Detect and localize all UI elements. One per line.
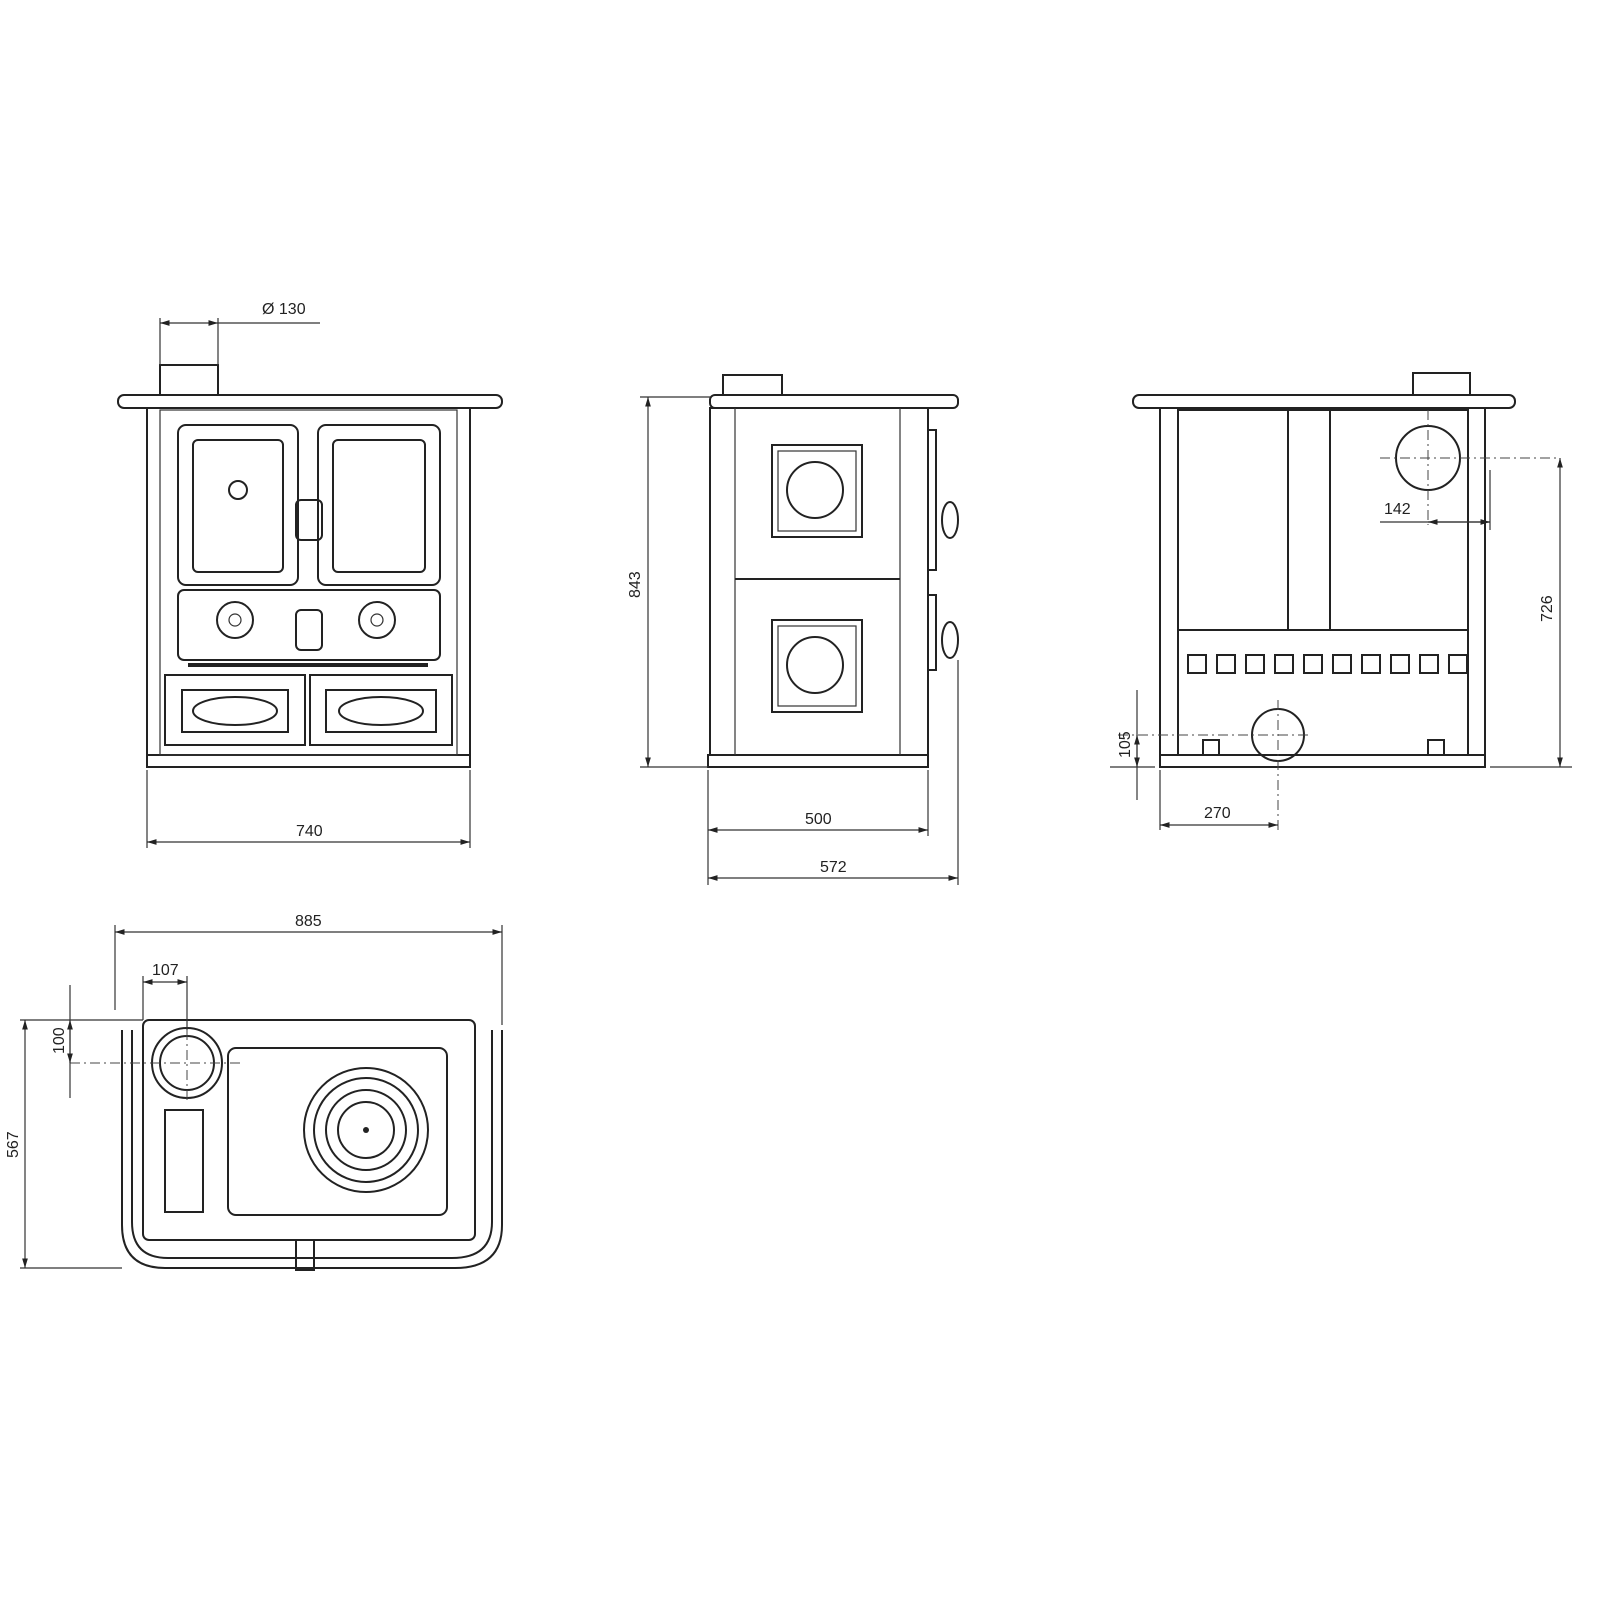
towel-rail: [121, 1030, 503, 1269]
flue-pipe: [1412, 372, 1471, 396]
flue-diameter-label: Ø 130: [262, 301, 306, 318]
top-view: 885 107 100 567: [5, 913, 503, 1271]
thermometer-icon: [228, 480, 248, 500]
total-depth-label: 572: [820, 859, 847, 876]
base: [146, 754, 471, 768]
vent-slots: [1187, 654, 1468, 674]
body: [709, 407, 929, 756]
front-width-label: 740: [296, 823, 323, 840]
door-handle: [941, 621, 959, 659]
ash-door: [177, 589, 441, 661]
height-label: 843: [627, 571, 644, 598]
top-plate: [1132, 394, 1516, 409]
total-depth-label: 567: [5, 1131, 22, 1158]
flue-offset-y-label: 100: [51, 1027, 68, 1054]
flue-height-label: 726: [1539, 595, 1556, 622]
top-plate: [117, 394, 503, 409]
air-inlet-offset-label: 270: [1204, 805, 1231, 822]
front-view: Ø 130 740: [117, 301, 503, 848]
top-plate: [709, 394, 959, 409]
back-view: 142 726 105 270: [1110, 372, 1572, 830]
body: [1159, 407, 1486, 756]
decorative-medallion: [771, 444, 863, 538]
fire-opening-cover: [164, 1109, 204, 1213]
total-width-label: 885: [295, 913, 322, 930]
drawer-left: [164, 674, 306, 746]
decorative-medallion: [771, 619, 863, 713]
door-handle: [295, 499, 323, 541]
drawer-right: [309, 674, 453, 746]
flue-pipe: [722, 374, 783, 396]
base: [1159, 754, 1486, 768]
door-handle: [941, 501, 959, 539]
oven-door-left: [177, 424, 299, 586]
air-regulator-rosette: [216, 601, 254, 639]
front-handle: [295, 1239, 315, 1271]
fire-door-right: [317, 424, 441, 586]
air-regulator-rosette: [358, 601, 396, 639]
cooktop: [142, 1019, 476, 1241]
air-inlet-height-label: 105: [1117, 731, 1134, 758]
hotplate: [227, 1047, 448, 1216]
base: [707, 754, 929, 768]
flue-offset-label: 142: [1384, 501, 1411, 518]
flue-offset-x-label: 107: [152, 962, 179, 979]
side-view: 843 500 572: [627, 374, 959, 885]
body-depth-label: 500: [805, 811, 832, 828]
flue-pipe: [159, 364, 219, 396]
body: [146, 407, 471, 756]
cooking-ring: [303, 1067, 429, 1193]
